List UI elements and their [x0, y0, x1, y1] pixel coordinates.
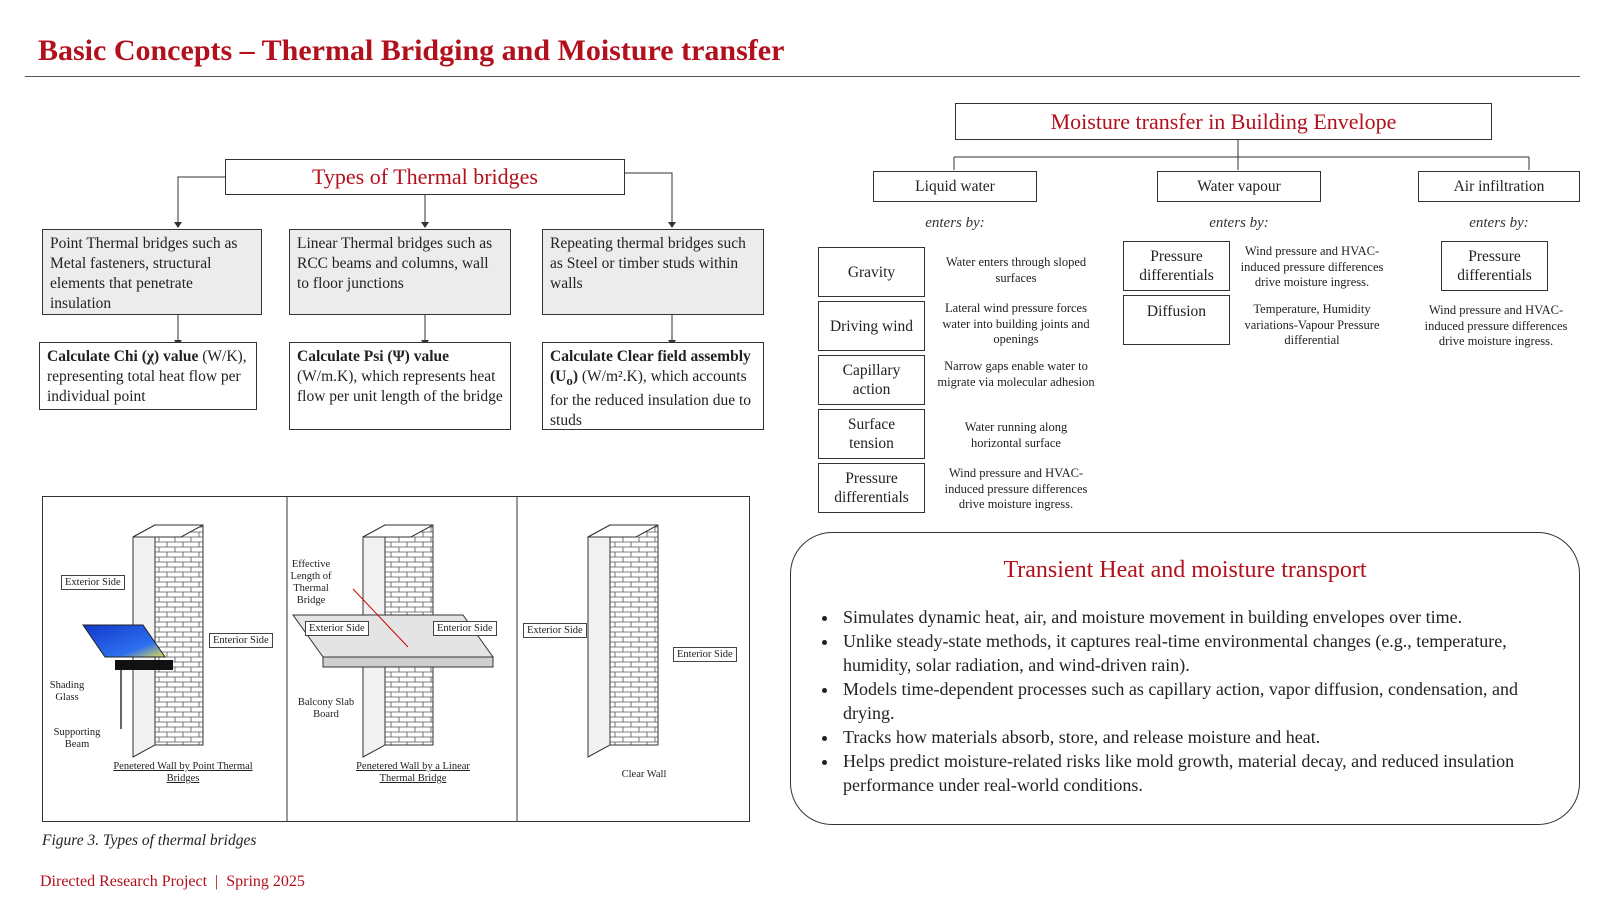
list-item: Simulates dynamic heat, air, and moistur…: [839, 605, 1554, 629]
panel2-caption: Penetered Wall by a Linear Thermal Bridg…: [356, 761, 470, 784]
thermal-bridges-header: Types of Thermal bridges: [225, 159, 625, 195]
figure-caption: Figure 3. Types of thermal bridges: [42, 832, 257, 849]
panel1-interior-label: Enterior Side: [209, 633, 273, 648]
panel3-caption: Clear Wall: [621, 769, 667, 780]
panel1-caption: Penetered Wall by Point Thermal Bridges: [113, 761, 253, 784]
vapour-desc-pressure: Wind pressure and HVAC-induced pressure …: [1240, 244, 1384, 289]
footer-text: Directed Research Project | Spring 2025: [40, 873, 305, 890]
liquid-desc-driving-wind: Lateral wind pressure forces water into …: [942, 301, 1090, 346]
transient-heat-header: Transient Heat and moisture transport: [1003, 557, 1367, 583]
chi-value-desc: (W/K), representing total heat flow per …: [47, 348, 247, 405]
clear-field-box: Calculate Clear field assembly (Uo) (W/m…: [542, 342, 764, 430]
enters-by-vapour: enters by:: [1209, 215, 1269, 231]
thermal-bridges-figure: Exterior Side Enterior Side Shading Glas…: [42, 496, 750, 822]
liquid-mechanism-gravity: Gravity: [818, 247, 925, 297]
psi-value-desc: (W/m.K), which represents heat flow per …: [297, 368, 503, 405]
liquid-mechanism-capillary: Capillary action: [818, 355, 925, 405]
psi-value-box: Calculate Psi (Ψ) value (W/m.K), which r…: [289, 342, 511, 430]
chi-value-box: Calculate Chi (χ) value (W/K), represent…: [39, 342, 257, 410]
panel3-interior-label: Enterior Side: [673, 647, 737, 662]
vapour-mechanism-diffusion: Diffusion: [1123, 295, 1230, 345]
title-divider: [25, 76, 1580, 77]
air-mechanism-pressure: Pressure differentials: [1441, 241, 1548, 291]
panel3-exterior-label: Exterior Side: [523, 623, 587, 638]
panel2-interior-label: Enterior Side: [433, 621, 497, 636]
vapour-desc-diffusion: Temperature, Humidity variations-Vapour …: [1244, 302, 1380, 347]
repeating-thermal-bridge-box: Repeating thermal bridges such as Steel …: [542, 229, 764, 315]
effective-length-label: Effective Length of Thermal Bridge: [290, 559, 332, 606]
liquid-desc-surface-tension: Water running along horizontal surface: [964, 420, 1068, 450]
moisture-transfer-header: Moisture transfer in Building Envelope: [955, 103, 1492, 140]
linear-thermal-bridge-box: Linear Thermal bridges such as RCC beams…: [289, 229, 511, 315]
liquid-mechanism-pressure: Pressure differentials: [818, 463, 925, 513]
clear-field-title: Calculate Clear field assembly (Uo): [550, 348, 751, 389]
list-item: Tracks how materials absorb, store, and …: [839, 725, 1554, 749]
list-item: Unlike steady-state methods, it captures…: [839, 629, 1554, 677]
category-water-vapour: Water vapour: [1157, 171, 1321, 202]
vapour-mechanism-pressure: Pressure differentials: [1123, 241, 1230, 291]
enters-by-air: enters by:: [1469, 215, 1529, 231]
transient-bullet-list: Simulates dynamic heat, air, and moistur…: [817, 605, 1554, 797]
category-liquid-water: Liquid water: [873, 171, 1037, 202]
point-thermal-bridge-box: Point Thermal bridges such as Metal fast…: [42, 229, 262, 315]
panel2-exterior-label: Exterior Side: [305, 621, 369, 636]
psi-value-title: Calculate Psi (Ψ) value: [297, 348, 449, 365]
page-title: Basic Concepts – Thermal Bridging and Mo…: [38, 34, 785, 67]
supporting-beam-label: Supporting Beam: [53, 727, 101, 750]
air-desc-pressure: Wind pressure and HVAC-induced pressure …: [1424, 303, 1568, 348]
shading-glass-label: Shading Glass: [49, 680, 85, 703]
chi-value-title: Calculate Chi (χ) value: [47, 348, 199, 365]
list-item: Helps predict moisture-related risks lik…: [839, 749, 1554, 797]
enters-by-liquid: enters by:: [925, 215, 985, 231]
balcony-slab-label: Balcony Slab Board: [297, 697, 355, 720]
clear-field-desc: (W/m².K), which accounts for the reduced…: [550, 368, 752, 430]
category-air-infiltration: Air infiltration: [1418, 171, 1580, 202]
liquid-desc-pressure: Wind pressure and HVAC-induced pressure …: [944, 466, 1088, 511]
liquid-desc-gravity: Water enters through sloped surfaces: [945, 255, 1087, 285]
transient-heat-panel: Transient Heat and moisture transport Si…: [790, 532, 1580, 825]
panel1-exterior-label: Exterior Side: [61, 575, 125, 590]
list-item: Models time-dependent processes such as …: [839, 677, 1554, 725]
liquid-desc-capillary: Narrow gaps enable water to migrate via …: [937, 359, 1095, 389]
liquid-mechanism-driving-wind: Driving wind: [818, 301, 925, 351]
liquid-mechanism-surface-tension: Surface tension: [818, 409, 925, 459]
